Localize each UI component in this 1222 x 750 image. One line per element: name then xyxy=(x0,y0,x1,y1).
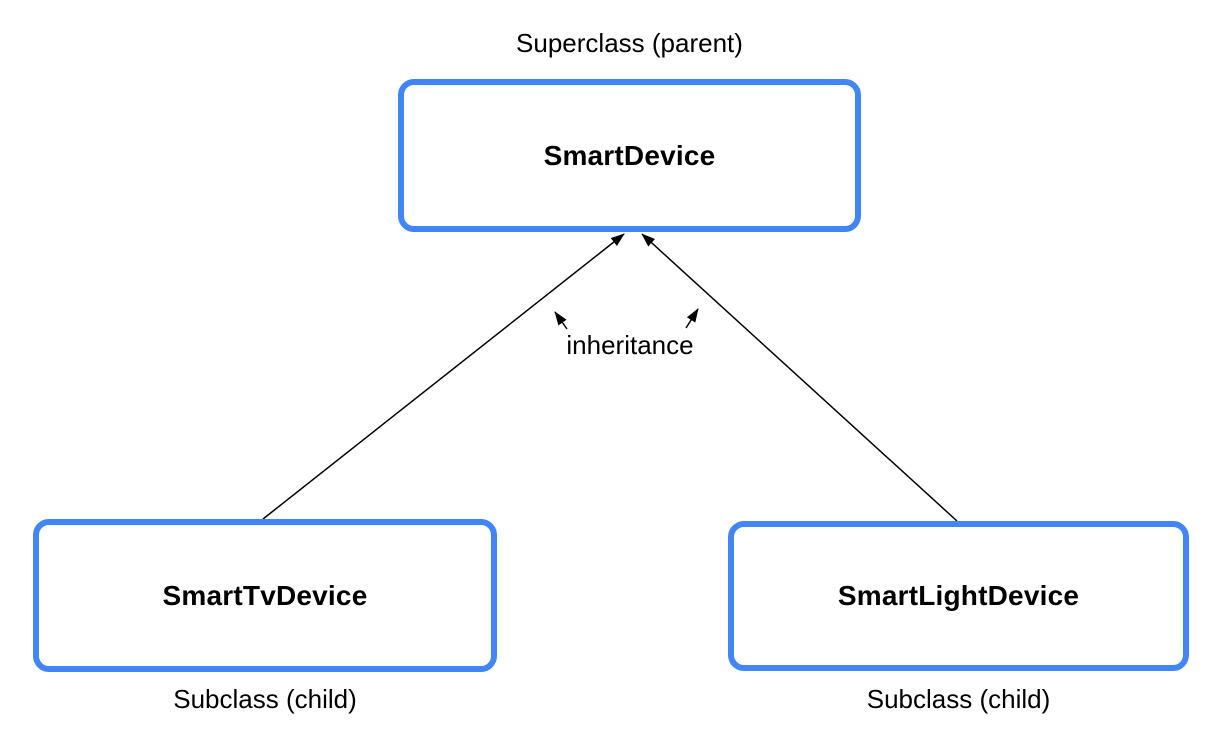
edge-smarttv-to-smartdevice-arrow xyxy=(262,233,625,520)
edge-smartlight-to-smartdevice-arrow xyxy=(641,233,958,522)
subclass-right-caption: Subclass (child) xyxy=(866,684,1051,714)
inheritance-edge-label: inheritance xyxy=(566,330,694,360)
subclass-left-caption: Subclass (child) xyxy=(173,684,357,714)
class-name-smartdevice: SmartDevice xyxy=(543,139,716,171)
inheritance-pointer-right-arrow-icon xyxy=(685,308,699,329)
class-name-smarttvdevice: SmartTvDevice xyxy=(162,579,368,611)
superclass-caption: Superclass (parent) xyxy=(516,28,743,58)
inheritance-pointer-left-arrow-icon xyxy=(554,311,568,330)
class-box-smartlightdevice: SmartLightDevice xyxy=(728,521,1189,671)
class-box-smarttvdevice: SmartTvDevice xyxy=(33,519,497,672)
class-box-smartdevice: SmartDevice xyxy=(398,79,861,232)
class-name-smartlightdevice: SmartLightDevice xyxy=(837,580,1080,611)
